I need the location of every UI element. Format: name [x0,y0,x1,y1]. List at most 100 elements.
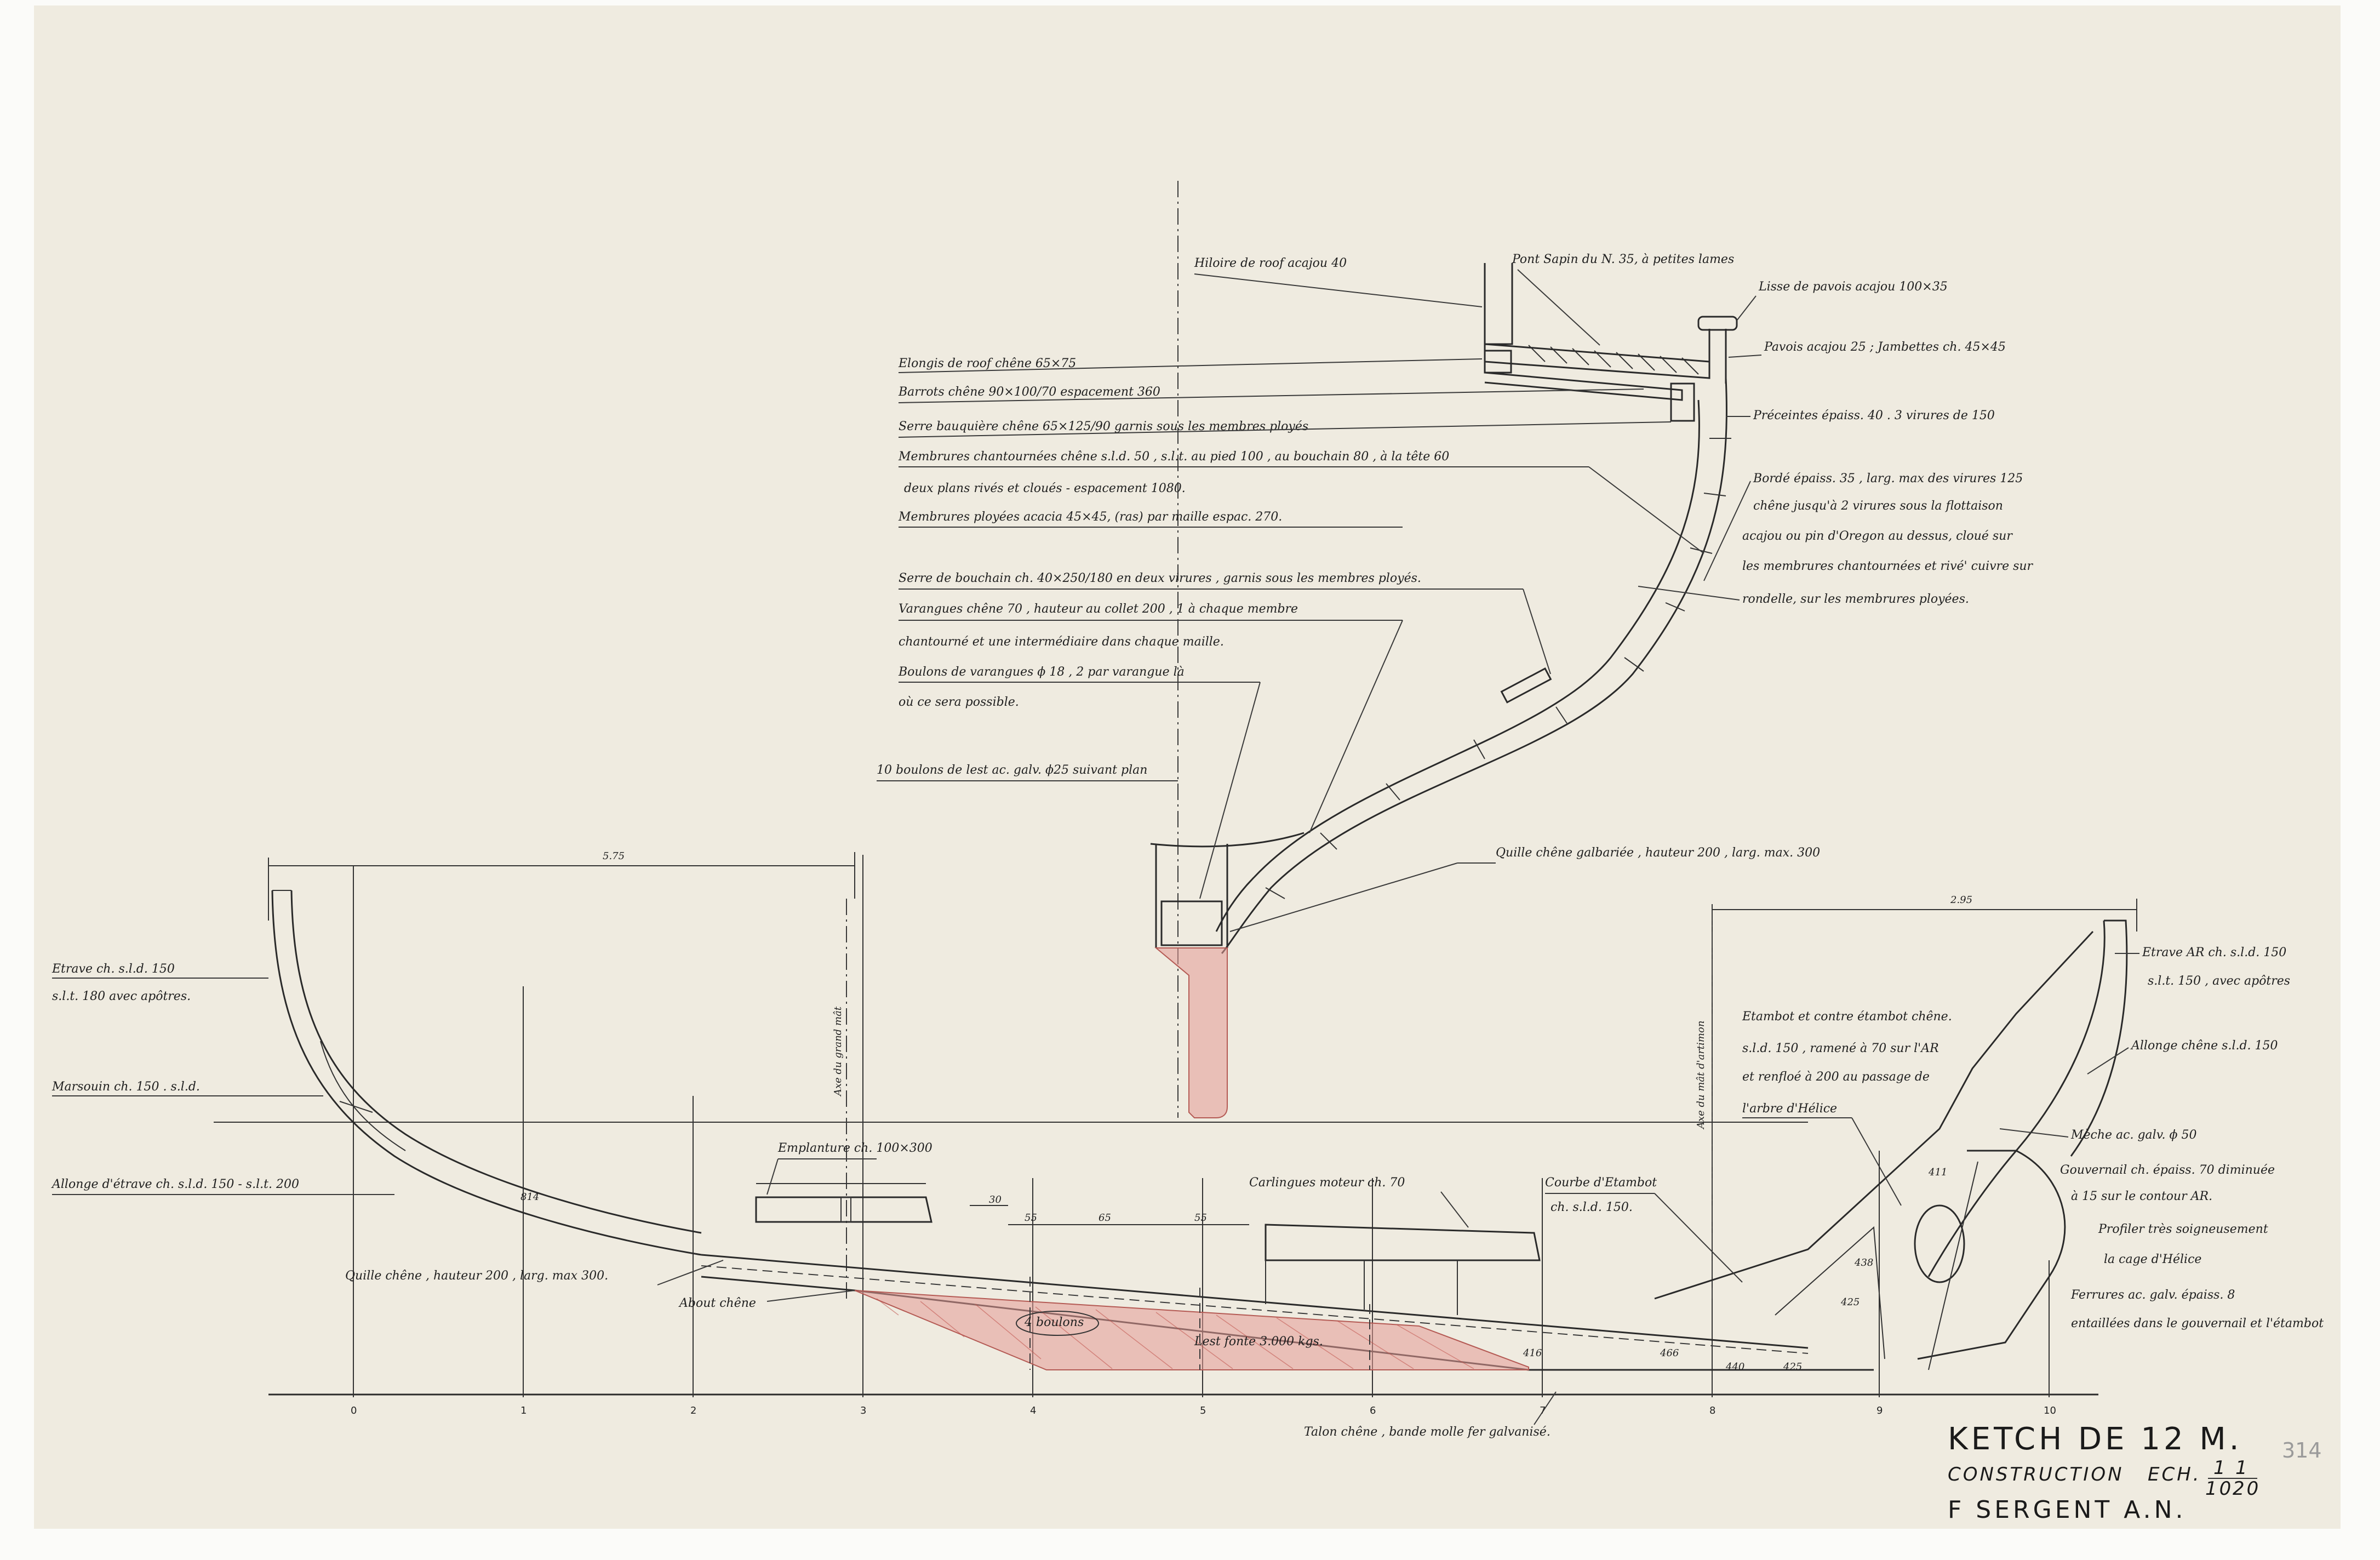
station-1: 1 [520,1405,527,1416]
stem-inner [290,890,702,1234]
station-labels: 0 1 2 3 4 5 6 7 8 9 10 [351,1405,2056,1416]
profile-annotations: Etrave ch. s.l.d. 150 s.l.t. 180 avec ap… [51,946,2324,1439]
clamp [1670,382,1695,422]
small-label: 466 [1660,1347,1679,1359]
note-hiloire: Hiloire de roof acajou 40 [1194,256,1347,270]
keel-rabbet [701,1265,1809,1354]
note-ferrures-1: Ferrures ac. galv. épaiss. 8 [2070,1288,2235,1302]
title-scale-top: 1 [2213,1457,2228,1479]
bilge-stringer [1500,667,1552,704]
note-talon: Talon chêne , bande molle fer galvanisé. [1304,1425,1551,1439]
profile [214,852,2137,1397]
note-etambot-4: l'arbre d'Hélice [1742,1102,1837,1116]
note-quille-galb: Quille chêne galbariée , hauteur 200 , l… [1496,846,1820,860]
note-membrures-2: deux plans rivés et cloués - espacement … [904,482,1186,495]
note-boulons-var-1: Boulons de varangues ϕ 18 , 2 par varang… [898,665,1185,679]
note-about: About chêne [678,1296,756,1310]
stern-knee [1775,1226,1885,1359]
note-etrave-1: Etrave ch. s.l.d. 150 [52,962,175,976]
keel-section [1155,844,1228,948]
small-label: 440 [1725,1361,1744,1373]
small-label: 425 [1840,1296,1860,1308]
note-boulons-var-2: où ce sera possible. [899,695,1019,709]
note-ferrures-2: entaillées dans le gouvernail et l'étamb… [2071,1317,2324,1330]
bulwark [1708,329,1727,384]
title-scale-top2: 1 [2235,1457,2250,1479]
keel-top [701,1254,1809,1349]
dim-30: 30 [989,1194,1002,1205]
small-label: 411 [1928,1167,1947,1178]
note-gouvernail-1: Gouvernail ch. épaiss. 70 diminuée [2060,1163,2275,1177]
title-scale-bottom: 10 [2205,1478,2233,1500]
note-etambot-2: s.l.d. 150 , ramené à 70 sur l'AR [1742,1042,1939,1055]
note-borde-4: les membrures chantournées et rivé' cuiv… [1742,559,2034,573]
note-varangues-2: chantourné et une intermédiaire dans cha… [899,635,1224,649]
note-barrots: Barrots chêne 90×100/70 espacement 360 [898,385,1160,399]
small-label: 416 [1523,1347,1542,1359]
sternpost [1927,920,2106,1277]
title-scale-label: ECH. [2148,1464,2201,1485]
note-gouvernail-2: à 15 sur le contour AR. [2071,1190,2212,1203]
note-borde-1: Bordé épaiss. 35 , larg. max des virures… [1753,472,2023,485]
small-label: 425 [1783,1361,1802,1373]
section-annotations: Hiloire de roof acajou 40 Pont Sapin du … [877,253,2034,932]
midship-section [1150,181,1738,1118]
rudder [1917,1150,2066,1360]
frame-ticks [1265,438,1731,899]
note-etambot-3: et renfloé à 200 au passage de [1742,1070,1930,1084]
title-line1: KETCH DE 12 M. [1948,1421,2242,1457]
note-boulons-lest: 10 boulons de lest ac. galv. ϕ25 suivant… [877,763,1147,777]
propeller-aperture [1914,1204,1965,1283]
floor-timber [1150,832,1305,848]
note-preceintes: Préceintes épaiss. 40 . 3 virures de 150 [1753,409,1995,422]
note-allonge-etrave: Allonge d'étrave ch. s.l.d. 150 - s.l.t.… [51,1178,299,1191]
title-block: KETCH DE 12 M. CONSTRUCTION ECH. 1 1 10 … [1948,1421,2322,1524]
bulwark-rail [1697,316,1738,331]
ballast-bolts [1029,1277,1370,1370]
stern-deadwood [1654,930,2094,1300]
dim-65: 65 [1099,1212,1111,1224]
note-etrave-ar-1: Etrave AR ch. s.l.d. 150 [2142,946,2286,959]
dim-55: 55 [1025,1212,1037,1224]
note-borde-2: chêne jusqu'à 2 virures sous la flottais… [1753,499,2003,513]
stem-outer [271,890,702,1256]
rudder-stock [1928,1161,1978,1370]
note-membrures-ployees: Membrures ployées acacia 45×45, (ras) pa… [898,510,1282,524]
dim-aft: 2.95 [1950,894,1972,906]
mast-step [755,1196,932,1223]
title-line2: CONSTRUCTION [1948,1464,2124,1485]
keel-block [1160,900,1223,946]
apron [320,1041,406,1151]
label-mizzen-axis: Axe du mât d'artimon [1695,1021,1707,1130]
deck-hatch [1528,345,1699,375]
roof-carling [1484,350,1512,374]
note-4-boulons: 4 boulons [1024,1316,1084,1329]
roof-coaming [1484,263,1513,345]
note-borde-5: rondelle, sur les membrures ployées. [1742,592,1969,606]
note-serre-bauquiere: Serre bauquière chêne 65×125/90 garnis s… [899,420,1308,433]
note-marsouin: Marsouin ch. 150 . s.l.d. [52,1080,200,1094]
note-elongis: Elongis de roof chêne 65×75 [898,357,1076,370]
note-varangues-1: Varangues chêne 70 , hauteur au collet 2… [899,602,1298,616]
station-4: 4 [1030,1405,1036,1416]
note-meche: Mèche ac. galv. ϕ 50 [2070,1128,2197,1142]
small-label: 814 [520,1191,539,1203]
note-pont: Pont Sapin du N. 35, à petites lames [1512,253,1734,266]
tracing-paper [34,5,2341,1529]
note-etambot-1: Etambot et contre étambot chêne. [1742,1010,1952,1024]
station-5: 5 [1200,1405,1206,1416]
ballast-keel-section [1154,947,1228,1118]
note-profiler-2: la cage d'Hélice [2104,1253,2201,1266]
station-3: 3 [860,1405,866,1416]
station-2: 2 [690,1405,696,1416]
note-lest: Lest fonte 3.000 kgs. [1194,1335,1323,1348]
station-0: 0 [351,1405,357,1416]
title-line3: F SERGENT A.N. [1948,1496,2186,1524]
hull-section-inner [1215,399,1700,932]
station-6: 6 [1370,1405,1376,1416]
note-emplanture: Emplanture ch. 100×300 [777,1141,932,1155]
dim-fwd: 5.75 [603,850,625,862]
station-10: 10 [2044,1405,2056,1416]
ballast-hatch [876,1298,1474,1369]
